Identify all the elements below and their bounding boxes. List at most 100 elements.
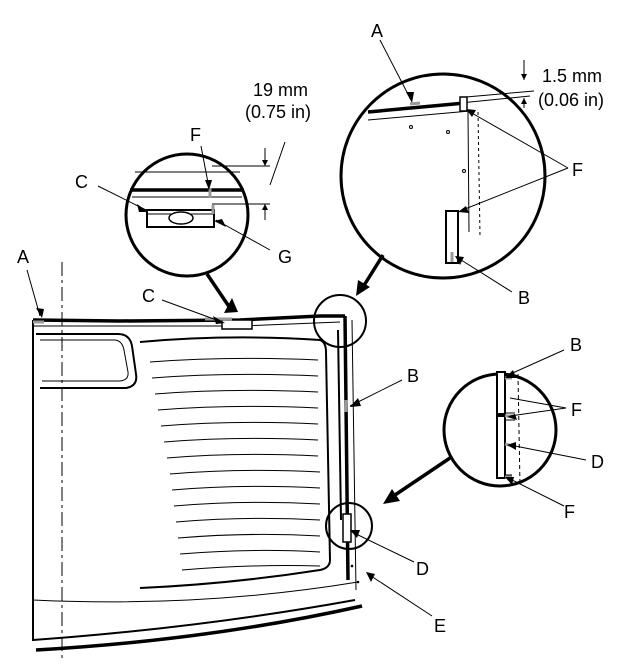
detail-clip-c — [124, 141, 286, 313]
detail-c-arrowhead — [224, 298, 238, 313]
leader-b-detail3-head — [505, 370, 516, 378]
leader-b-detail3 — [505, 349, 565, 377]
dim-15-ext — [465, 90, 535, 98]
clip-c-main — [221, 319, 253, 330]
detail-corner-circle — [339, 72, 547, 280]
leader-f-detail3-lower-head — [505, 477, 514, 485]
label-d-detail3: D — [591, 452, 604, 472]
top-molding-inner — [33, 321, 341, 327]
detail-corner-edge-dash — [477, 111, 481, 237]
dim-19-leader — [269, 141, 286, 186]
detail-a-highlight — [409, 101, 421, 106]
glass-bottom-molding — [35, 604, 363, 652]
detail-c-circle — [124, 152, 250, 278]
glass-bottom-edge — [32, 581, 359, 603]
label-c-main: C — [142, 286, 155, 306]
label-g: G — [278, 247, 292, 267]
dim-19-arrowhead-top — [262, 160, 268, 166]
leader-f-detail2-top-head — [466, 109, 476, 117]
leader-d-detail3 — [509, 444, 587, 461]
detail-corner-dot — [462, 169, 466, 173]
leader-b-detail2-head — [455, 256, 464, 265]
glass-outer-edge — [32, 320, 356, 642]
leader-f-detail3-head — [507, 414, 517, 420]
detail-circle-lower — [325, 502, 373, 550]
label-a-main: A — [17, 247, 29, 267]
detail-corner-edge — [467, 111, 470, 233]
leader-d-main — [351, 531, 415, 563]
detail-c-pointer — [205, 273, 232, 309]
leader-a-main-head — [36, 308, 44, 318]
label-e: E — [434, 616, 446, 636]
detail-b-molding — [445, 210, 459, 264]
dim-15-mm: 1.5 mm — [542, 66, 602, 86]
detail-side-pointer — [394, 456, 451, 497]
detail-g-hole — [168, 211, 194, 225]
third-light-cutout-inner — [40, 339, 129, 382]
label-f-detail1: F — [190, 125, 201, 145]
leader-c-main — [161, 299, 223, 323]
label-b-main: B — [407, 366, 419, 386]
mount-dot — [350, 564, 354, 568]
leader-d-detail3-head — [507, 442, 516, 450]
leader-f-detail1-head — [205, 180, 212, 190]
leader-c-detail-head — [137, 204, 148, 212]
detail-side-edge-dash — [517, 373, 521, 487]
detail-corner-dot — [446, 130, 450, 134]
dim-19-arrowhead-bottom — [262, 204, 268, 210]
leader-f-detail3-a — [509, 397, 567, 409]
clip-d-main — [342, 513, 352, 543]
defogger-grid-frame — [139, 336, 332, 589]
leader-e-head — [366, 572, 375, 582]
side-molding-inner — [337, 329, 342, 521]
label-b-detail2: B — [518, 288, 530, 308]
dim-15-arrowhead-top — [521, 74, 527, 80]
label-f-detail2: F — [572, 160, 583, 180]
leader-b-main-head — [350, 398, 361, 407]
label-c-detail: C — [75, 172, 88, 192]
defroster-lines — [149, 357, 321, 571]
leader-g-head — [214, 219, 226, 227]
side-molding-edge — [351, 319, 357, 591]
top-molding-strip — [32, 314, 345, 323]
leader-f-detail2-bottom — [459, 167, 569, 212]
leader-f-detail3-lower — [507, 477, 565, 507]
label-f-detail3-lower: F — [564, 502, 575, 522]
leader-f-detail2-bottom-head — [458, 206, 469, 213]
dim-15-arrowhead-bottom — [521, 98, 527, 104]
label-a-detail: A — [371, 21, 383, 41]
detail-corner-molding — [367, 101, 466, 114]
label-d-main: D — [416, 559, 429, 579]
detail-side-d-molding — [496, 415, 506, 479]
rear-window-glass — [32, 262, 373, 662]
label-f-detail3: F — [571, 400, 582, 420]
detail-corner-arrowhead — [356, 280, 370, 296]
label-b-detail3: B — [570, 335, 582, 355]
leader-d-main-head — [350, 530, 360, 538]
dim-19-mm: 19 mm — [253, 80, 308, 100]
detail-corner-clip — [459, 96, 468, 112]
leader-lines — [26, 39, 587, 617]
leader-e — [367, 573, 433, 617]
detail-side-b-molding — [496, 371, 506, 415]
detail-corner-dot — [409, 125, 413, 129]
detail-side — [383, 371, 558, 504]
detail-circle-corner — [313, 294, 367, 348]
leader-a-detail — [379, 39, 412, 101]
leader-f-detail3-b — [509, 407, 567, 417]
leader-b-detail2 — [457, 257, 513, 293]
leader-c-main-head — [213, 316, 225, 324]
third-light-cutout-outer — [36, 333, 138, 389]
mount-dot — [356, 580, 360, 584]
dim-19-in: (0.75 in) — [245, 102, 311, 122]
dim-15-in: (0.06 in) — [538, 90, 604, 110]
detail-corner-pointer — [361, 254, 385, 288]
detail-corner — [339, 60, 547, 296]
detail-side-arrowhead — [383, 489, 400, 504]
detail-corner-line — [367, 110, 471, 121]
labels: A A C C F G F B B B F D F D E 19 mm (0.7… — [17, 21, 604, 636]
leader-a-detail-head — [406, 92, 414, 103]
leader-f-detail2-top — [469, 111, 569, 169]
